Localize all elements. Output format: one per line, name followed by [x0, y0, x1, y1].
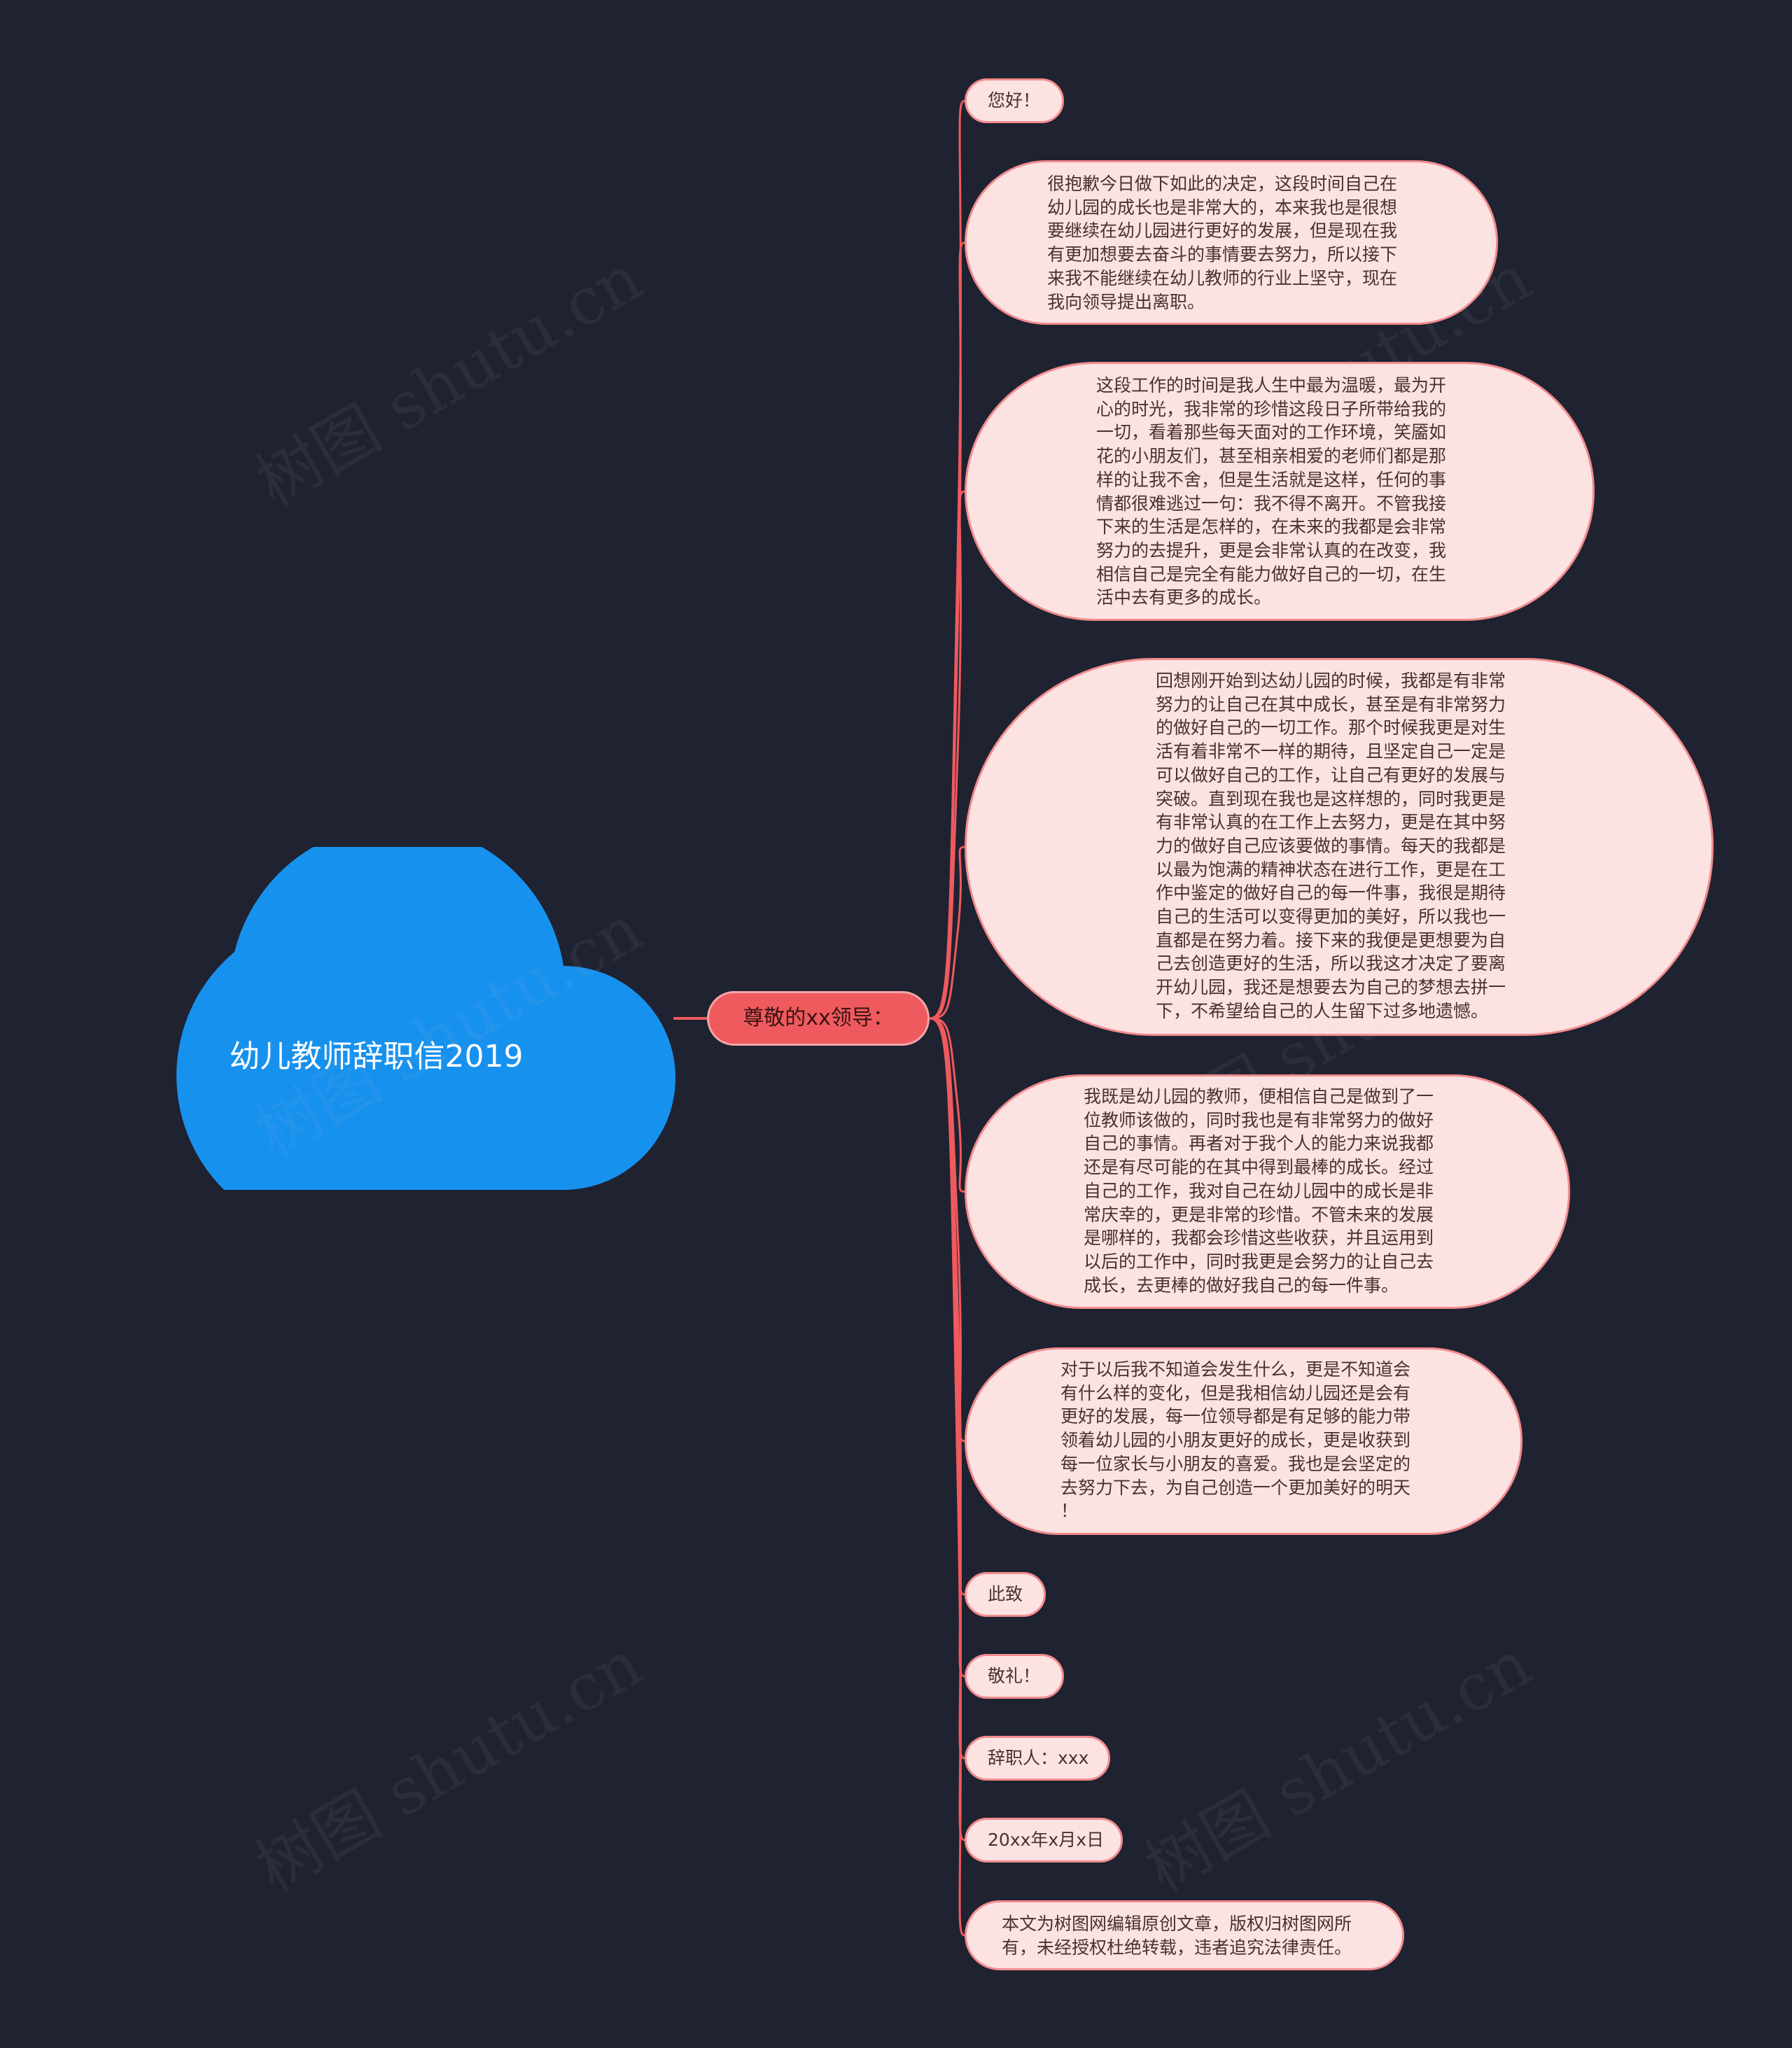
leaf-text: 敬礼！ — [988, 1666, 1041, 1686]
connector-mid-leaf — [929, 1017, 965, 1193]
leaf-text: 您好！ — [988, 90, 1041, 111]
leaf-node-date[interactable]: 20xx年x月x日 — [965, 1818, 1123, 1863]
connector-mid-leaf — [929, 241, 965, 1020]
leaf-node-memories[interactable]: 回想刚开始到达幼儿园的时候，我都是有非常 努力的让自己在其中成长，甚至是有非常努… — [965, 658, 1714, 1036]
leaf-text: 辞职人：xxx — [988, 1748, 1089, 1768]
connector-mid-leaf — [929, 846, 965, 1020]
leaf-text: 回想刚开始到达幼儿园的时候，我都是有非常 努力的让自己在其中成长，甚至是有非常努… — [1156, 671, 1506, 1021]
leaf-node-apology[interactable]: 很抱歉今日做下如此的决定，这段时间自己在 幼儿园的成长也是非常大的，本来我也是很… — [965, 160, 1498, 325]
connector-mid-leaf — [929, 1017, 965, 1937]
mid-node-greeting[interactable]: 尊敬的xx领导： — [707, 991, 930, 1046]
root-cloud-shape — [176, 847, 676, 1190]
leaf-text: 此致 — [988, 1584, 1023, 1604]
leaf-text: 这段工作的时间是我人生中最为温暖，最为开 心的时光，我非常的珍惜这段日子所带给我… — [1096, 375, 1447, 608]
leaf-node-teacher-growth[interactable]: 我既是幼儿园的教师，便相信自己是做到了一 位教师该做的，同时我也是有非常努力的做… — [965, 1074, 1570, 1309]
leaf-node-salute[interactable]: 敬礼！ — [965, 1654, 1064, 1699]
leaf-node-signature[interactable]: 辞职人：xxx — [965, 1736, 1110, 1781]
root-title[interactable]: 幼儿教师辞职信2019 — [229, 1039, 524, 1074]
leaf-node-copyright[interactable]: 本文为树图网编辑原创文章，版权归树图网所 有，未经授权杜绝转载，违者追究法律责任… — [965, 1900, 1404, 1970]
leaf-text: 20xx年x月x日 — [988, 1830, 1104, 1850]
leaf-node-gratitude[interactable]: 这段工作的时间是我人生中最为温暖，最为开 心的时光，我非常的珍惜这段日子所带给我… — [965, 362, 1595, 621]
leaf-node-hello[interactable]: 您好！ — [965, 78, 1064, 123]
leaf-node-closing[interactable]: 此致 — [965, 1572, 1046, 1617]
connector-mid-leaf — [929, 490, 965, 1020]
leaf-text: 对于以后我不知道会发生什么，更是不知道会 有什么样的变化，但是我相信幼儿园还是会… — [1060, 1359, 1411, 1522]
leaf-text: 很抱歉今日做下如此的决定，这段时间自己在 幼儿园的成长也是非常大的，本来我也是很… — [1047, 174, 1398, 312]
leaf-node-future-wishes[interactable]: 对于以后我不知道会发生什么，更是不知道会 有什么样的变化，但是我相信幼儿园还是会… — [965, 1347, 1522, 1535]
leaf-text: 我既是幼儿园的教师，便相信自己是做到了一 位教师该做的，同时我也是有非常努力的做… — [1084, 1086, 1434, 1296]
leaf-text: 本文为树图网编辑原创文章，版权归树图网所 有，未经授权杜绝转载，违者追究法律责任… — [1002, 1914, 1352, 1958]
